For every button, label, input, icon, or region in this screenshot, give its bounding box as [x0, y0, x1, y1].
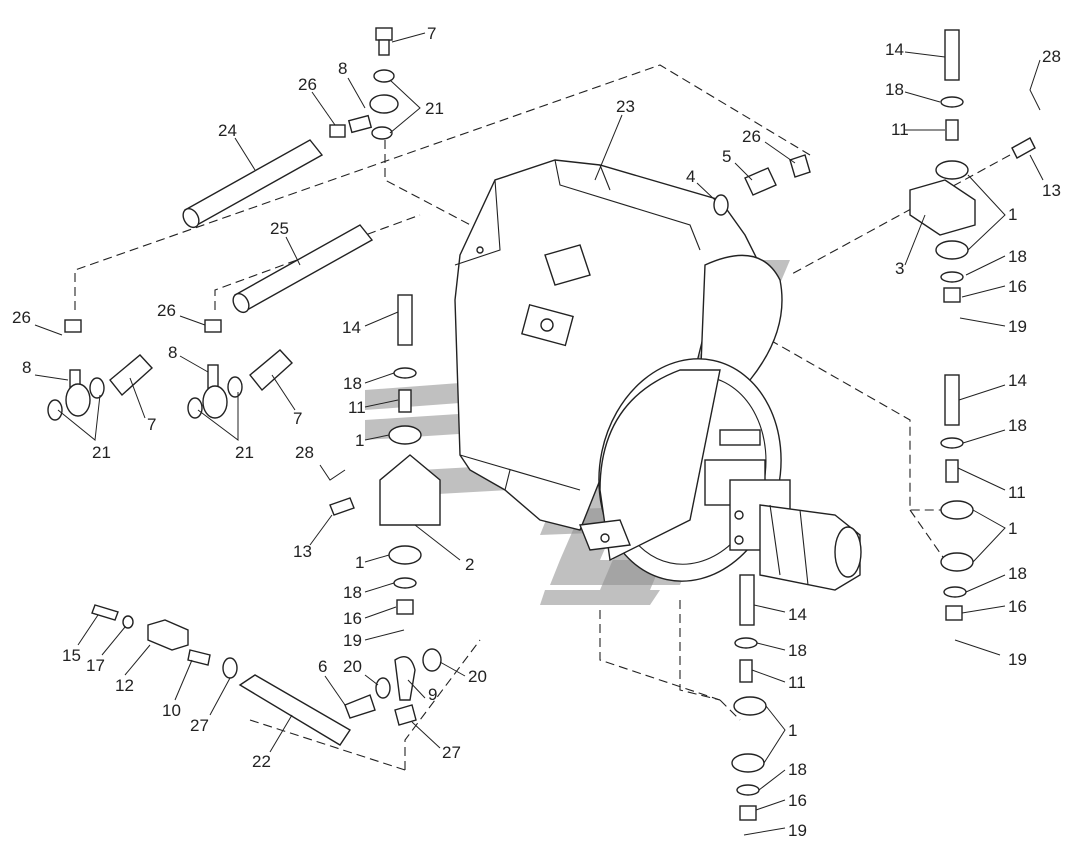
callout-20: 20 [343, 657, 362, 676]
callout-14: 14 [885, 40, 904, 59]
callout-6: 6 [318, 657, 327, 676]
callout-25: 25 [270, 219, 289, 238]
callout-14: 14 [342, 318, 361, 337]
callout-19: 19 [788, 821, 807, 840]
bottom-left-fittings [91, 604, 442, 746]
callout-16: 16 [343, 609, 362, 628]
callout-27: 27 [442, 743, 461, 762]
callout-13: 13 [293, 542, 312, 561]
callout-26: 26 [157, 301, 176, 320]
callout-18: 18 [1008, 564, 1027, 583]
callout-10: 10 [162, 701, 181, 720]
callout-21: 21 [92, 443, 111, 462]
callout-7: 7 [147, 415, 156, 434]
callout-17: 17 [86, 656, 105, 675]
callout-labels: 7 8 26 21 24 25 26 8 21 7 26 8 21 7 23 4… [12, 24, 1061, 840]
callout-8: 8 [168, 343, 177, 362]
callout-18: 18 [788, 641, 807, 660]
callout-11: 11 [1008, 483, 1026, 502]
callout-7: 7 [427, 24, 436, 43]
callout-18: 18 [343, 374, 362, 393]
callout-18: 18 [788, 760, 807, 779]
left-fittings [47, 27, 399, 421]
callout-7: 7 [293, 409, 302, 428]
callout-19: 19 [343, 631, 362, 650]
callout-19: 19 [1008, 317, 1027, 336]
callout-1: 1 [355, 431, 364, 450]
callout-8: 8 [338, 59, 347, 78]
callout-14: 14 [788, 605, 807, 624]
callout-11: 11 [891, 120, 909, 139]
callout-21: 21 [235, 443, 254, 462]
callout-18: 18 [885, 80, 904, 99]
callout-12: 12 [115, 676, 134, 695]
callout-21: 21 [425, 99, 444, 118]
callout-13: 13 [1042, 181, 1061, 200]
callout-9: 9 [428, 685, 437, 704]
callout-27: 27 [190, 716, 209, 735]
callout-15: 15 [62, 646, 81, 665]
flange-assembly [579, 358, 862, 591]
callout-11: 11 [788, 673, 806, 692]
callout-1: 1 [788, 721, 797, 740]
callout-1: 1 [1008, 519, 1017, 538]
callout-16: 16 [1008, 597, 1027, 616]
callout-1: 1 [355, 553, 364, 572]
leader-lines [34, 32, 1044, 836]
callout-22: 22 [252, 752, 271, 771]
callout-23: 23 [616, 97, 635, 116]
callout-26: 26 [742, 127, 761, 146]
callout-16: 16 [1008, 277, 1027, 296]
callout-28: 28 [1042, 47, 1061, 66]
callout-26: 26 [298, 75, 317, 94]
callout-5: 5 [722, 147, 731, 166]
callout-28: 28 [295, 443, 314, 462]
callout-26: 26 [12, 308, 31, 327]
callout-18: 18 [1008, 247, 1027, 266]
callout-1: 1 [1008, 205, 1017, 224]
callout-8: 8 [22, 358, 31, 377]
callout-4: 4 [686, 167, 695, 186]
callout-2: 2 [465, 555, 474, 574]
mount-stacks [329, 29, 1036, 821]
callout-20: 20 [468, 667, 487, 686]
housing-23 [454, 159, 783, 531]
top-fitting [713, 154, 811, 216]
callout-24: 24 [218, 121, 237, 140]
callout-3: 3 [895, 259, 904, 278]
callout-19: 19 [1008, 650, 1027, 669]
callout-18: 18 [343, 583, 362, 602]
callout-11: 11 [348, 398, 366, 417]
callout-16: 16 [788, 791, 807, 810]
callout-18: 18 [1008, 416, 1027, 435]
callout-14: 14 [1008, 371, 1027, 390]
